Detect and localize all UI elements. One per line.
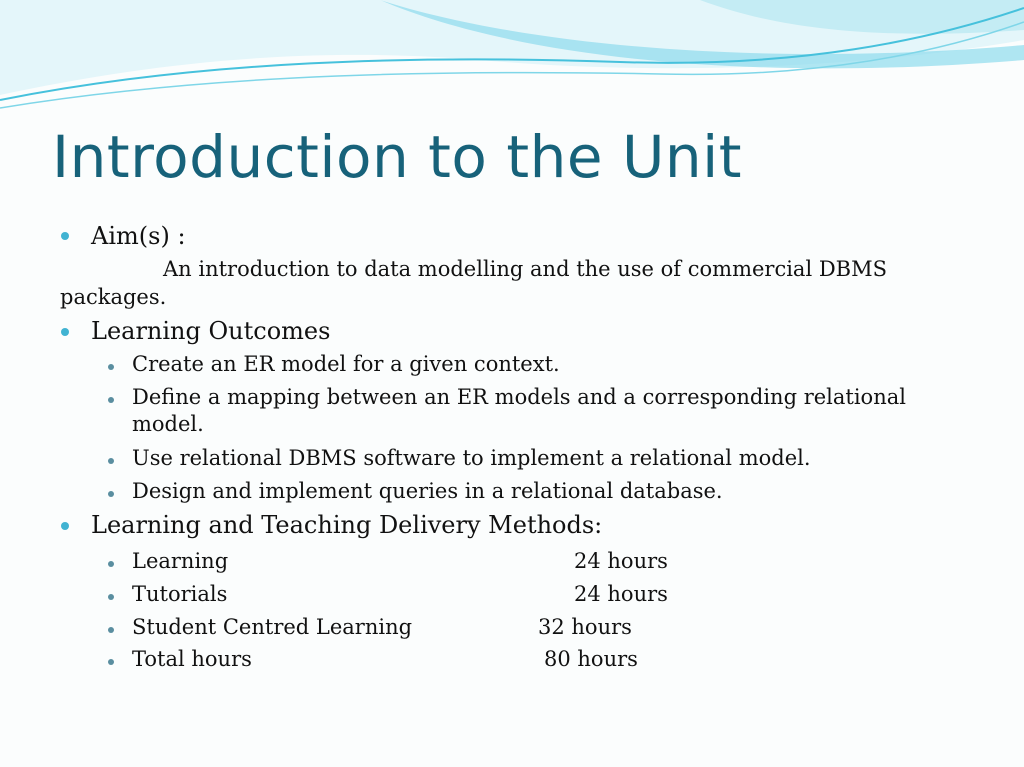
bullet-aims	[61, 232, 69, 240]
slide-title: Introduction to the Unit	[52, 123, 743, 191]
aims-text-line2: packages.	[60, 285, 167, 309]
aims-label: Aim(s) :	[91, 222, 186, 250]
aims-text-line1: An introduction to data modelling and th…	[163, 257, 887, 281]
decorative-wave-header	[0, 0, 1024, 109]
delivery-row-name: Total hours	[132, 647, 252, 671]
outcome-item: Design and implement queries in a relati…	[132, 479, 723, 503]
delivery-label: Learning and Teaching Delivery Methods:	[91, 511, 603, 539]
bullet-outcome-1	[108, 364, 114, 370]
bullet-outcome-4	[108, 491, 114, 497]
bullet-delivery-1	[108, 561, 114, 567]
delivery-row-hours: 32 hours	[538, 615, 632, 639]
delivery-row-hours: 24 hours	[574, 582, 668, 606]
outcome-item: Use relational DBMS software to implemen…	[132, 446, 811, 470]
bullet-outcome-2	[108, 397, 114, 403]
delivery-row-name: Student Centred Learning	[132, 615, 413, 639]
delivery-row-name: Learning	[132, 549, 229, 573]
bullet-delivery-2	[108, 594, 114, 600]
bullet-outcome-3	[108, 458, 114, 464]
bullet-delivery-3	[108, 627, 114, 633]
bullet-outcomes	[61, 328, 69, 336]
outcome-item: Create an ER model for a given context.	[132, 352, 560, 376]
outcome-item-continuation: model.	[132, 412, 204, 436]
delivery-row-hours: 24 hours	[574, 549, 668, 573]
delivery-row-hours: 80 hours	[544, 647, 638, 671]
outcome-item: Define a mapping between an ER models an…	[132, 385, 906, 409]
delivery-row-name: Tutorials	[132, 582, 228, 606]
bullet-delivery	[61, 522, 69, 530]
bullet-delivery-4	[108, 659, 114, 665]
outcomes-label: Learning Outcomes	[91, 317, 331, 345]
